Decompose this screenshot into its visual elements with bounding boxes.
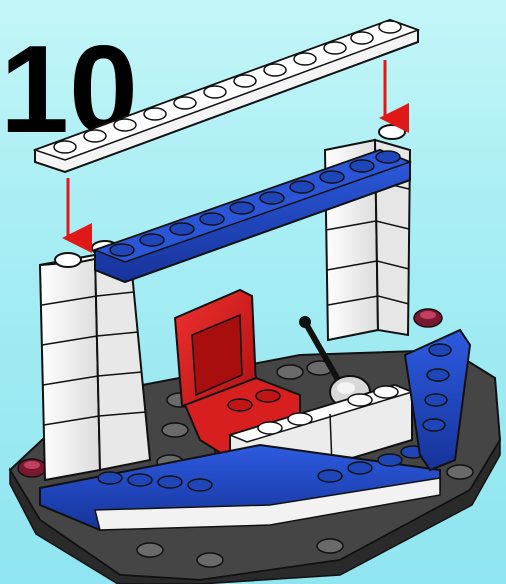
build-diagram [0,0,506,584]
instruction-page: 10 [0,0,506,584]
